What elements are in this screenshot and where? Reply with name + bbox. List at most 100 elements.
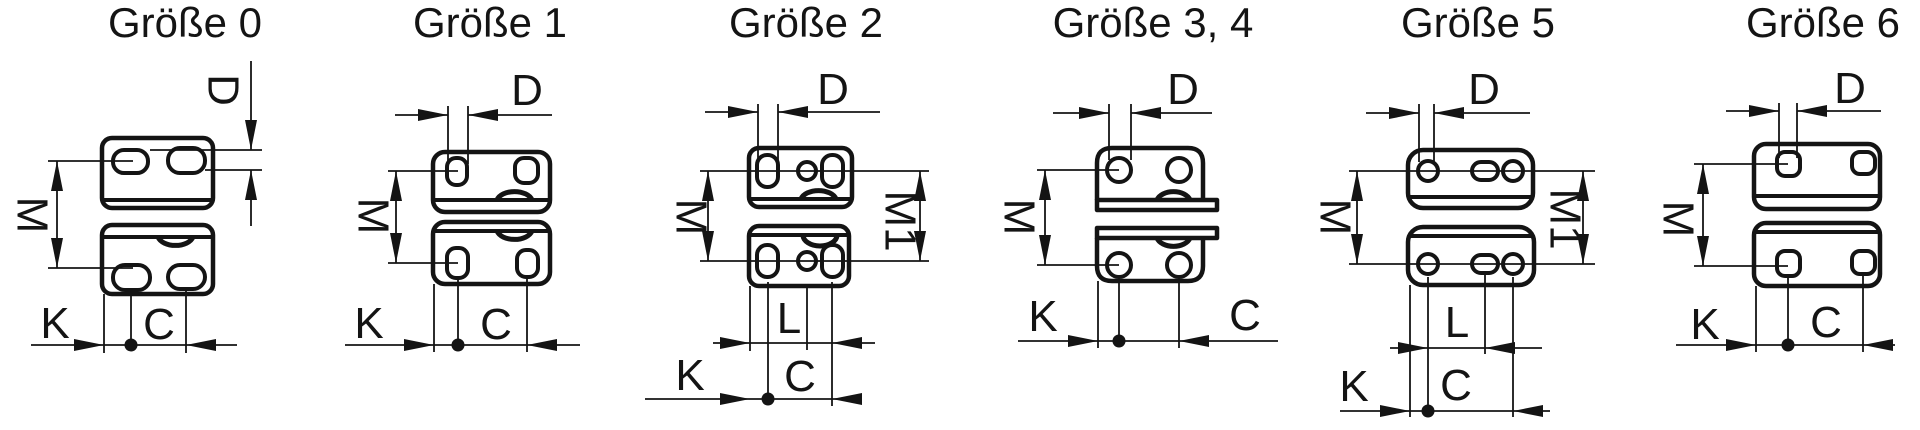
dim-label-k: K: [675, 351, 704, 400]
arrowhead-left: [1434, 107, 1464, 119]
dimension-l: L: [1390, 298, 1542, 354]
dim-label-l: L: [1445, 298, 1469, 347]
arrowhead-right: [1389, 107, 1419, 119]
dim-label-m: M: [1311, 199, 1360, 236]
figure-groesse-6: Größe 6 D M: [1654, 0, 1900, 352]
dim-label-m: M: [8, 197, 57, 234]
dim-label-c: C: [143, 300, 175, 349]
arrowhead-up: [51, 161, 63, 191]
dimension-m: M: [349, 170, 458, 264]
dimension-m: M: [1654, 163, 1788, 267]
dim-label-k: K: [1028, 292, 1057, 341]
arrowhead-right: [1726, 339, 1756, 351]
dimension-d: D: [1053, 65, 1212, 160]
arrowhead-right: [720, 393, 750, 405]
center-dot: [124, 338, 138, 352]
dim-label-d: D: [511, 66, 543, 115]
dimension-d: D: [395, 66, 552, 164]
figure-title: Größe 5: [1401, 0, 1555, 46]
figure-groesse-1: Größe 1 D M: [345, 0, 580, 352]
top-plate: [1405, 147, 1536, 211]
figure-title: Größe 0: [108, 0, 262, 46]
arrowhead-left: [186, 339, 216, 351]
arrowhead-down: [1697, 236, 1709, 266]
figure-title: Größe 6: [1746, 0, 1900, 46]
dimension-m: M: [8, 160, 133, 269]
dim-label-d: D: [817, 65, 849, 114]
dimension-kc: K C: [1339, 273, 1550, 418]
clamp-bump: [798, 188, 839, 201]
square-hole: [1775, 249, 1802, 278]
dimension-d: D: [705, 65, 880, 160]
arrowhead-right: [1380, 405, 1410, 417]
square-hole: [1850, 249, 1877, 276]
dim-label-d: D: [1167, 65, 1199, 114]
dim-label-m1: M1: [1541, 188, 1590, 249]
dim-label-k: K: [40, 299, 69, 348]
top-plate: [430, 149, 553, 215]
arrowhead-down: [1039, 235, 1051, 265]
square-hole: [1850, 150, 1877, 176]
center-dot: [761, 392, 775, 406]
dim-label-d: D: [1834, 64, 1866, 113]
dimension-d: D: [150, 61, 262, 226]
dim-label-m1: M1: [876, 190, 925, 251]
top-plate: [99, 135, 216, 211]
slot-hole: [515, 248, 540, 279]
dimension-m-m1: M M1: [667, 170, 929, 262]
dimension-l: L: [713, 294, 875, 349]
bottom-plate: [1405, 224, 1537, 288]
arrowhead-up: [1039, 170, 1051, 200]
dimension-d: D: [1366, 65, 1530, 162]
arrowhead-down: [390, 233, 402, 263]
arrowhead-right: [418, 109, 448, 121]
dim-label-m: M: [995, 199, 1044, 236]
dimension-d: D: [1726, 64, 1881, 158]
top-plate-flange: [1094, 197, 1220, 213]
dim-label-m: M: [1654, 201, 1703, 238]
figure-groesse-2: Größe 2 D M: [645, 0, 929, 406]
arrowhead-left: [468, 109, 498, 121]
dim-label-k: K: [1690, 300, 1719, 349]
dim-label-m: M: [349, 198, 398, 235]
figure-groesse-5: Größe 5 D M M1: [1311, 0, 1595, 418]
arrowhead-up: [390, 171, 402, 201]
dim-label-c: C: [1229, 291, 1261, 340]
figure-groesse-0: Größe 0 D M: [8, 0, 262, 353]
arrowhead-down: [914, 231, 926, 261]
figure-title: Größe 2: [729, 0, 883, 46]
arrowhead-right: [1749, 105, 1779, 117]
arrowhead-down: [1351, 234, 1363, 264]
dim-label-d: D: [1468, 65, 1500, 114]
figure-groesse-3-4: Größe 3, 4 D M: [995, 0, 1278, 348]
center-dot: [1781, 338, 1795, 352]
arrowhead-down: [245, 120, 257, 150]
arrowhead-left: [832, 337, 862, 349]
center-dot: [451, 338, 465, 352]
arrowhead-right: [1398, 342, 1428, 354]
arrowhead-down: [1577, 234, 1589, 264]
dim-label-l: L: [777, 294, 801, 343]
arrowhead-right: [404, 339, 434, 351]
bottom-plate: [746, 223, 852, 289]
arrowhead-right: [1079, 107, 1109, 119]
arrowhead-up: [702, 171, 714, 201]
arrowhead-down: [702, 231, 714, 261]
figure-title: Größe 1: [413, 0, 567, 46]
dim-label-k: K: [354, 299, 383, 348]
center-dot: [1112, 334, 1126, 348]
dimension-m: M: [995, 169, 1119, 266]
arrowhead-up: [914, 171, 926, 201]
arrowhead-right: [720, 337, 750, 349]
bottom-plate: [430, 219, 553, 287]
arrowhead-up: [245, 170, 257, 200]
dim-label-c: C: [480, 300, 512, 349]
bottom-plate: [1751, 220, 1883, 289]
arrowhead-down: [51, 238, 63, 268]
dimension-kc: K C: [1676, 275, 1895, 352]
arrowhead-left: [1863, 339, 1893, 351]
slot-hole: [513, 156, 540, 185]
dimension-kc: K C: [645, 282, 862, 406]
